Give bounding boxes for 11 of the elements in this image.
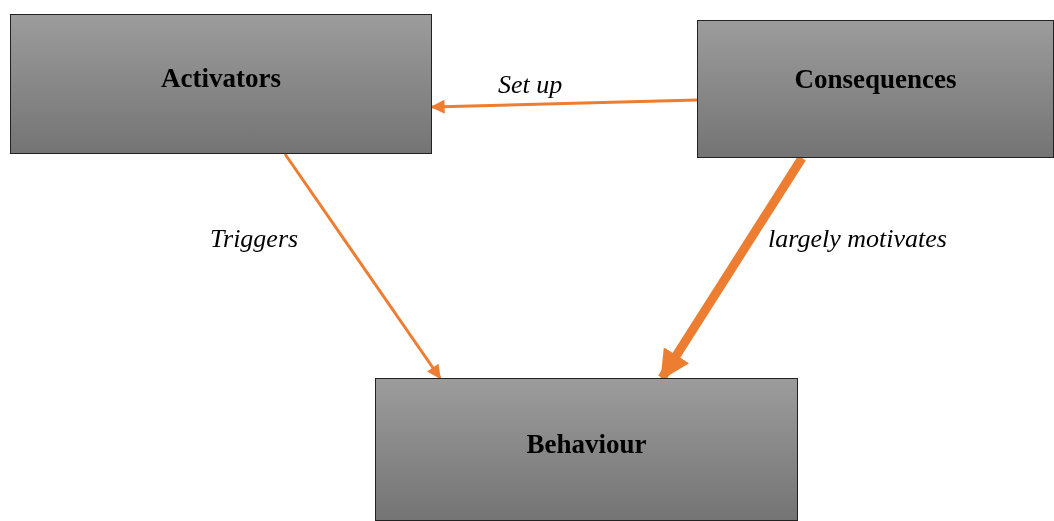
arrow (430, 98, 698, 114)
arrow (283, 153, 442, 380)
edge-label: largely motivates (768, 224, 947, 254)
process-box (375, 378, 798, 521)
edge-label: Triggers (210, 224, 299, 254)
edge-label: Set up (498, 70, 563, 100)
node-label: Consequences (794, 63, 957, 95)
process-box (10, 14, 432, 154)
node-label: Activators (161, 62, 281, 94)
process-box (697, 20, 1054, 158)
node-label: Behaviour (526, 429, 647, 460)
